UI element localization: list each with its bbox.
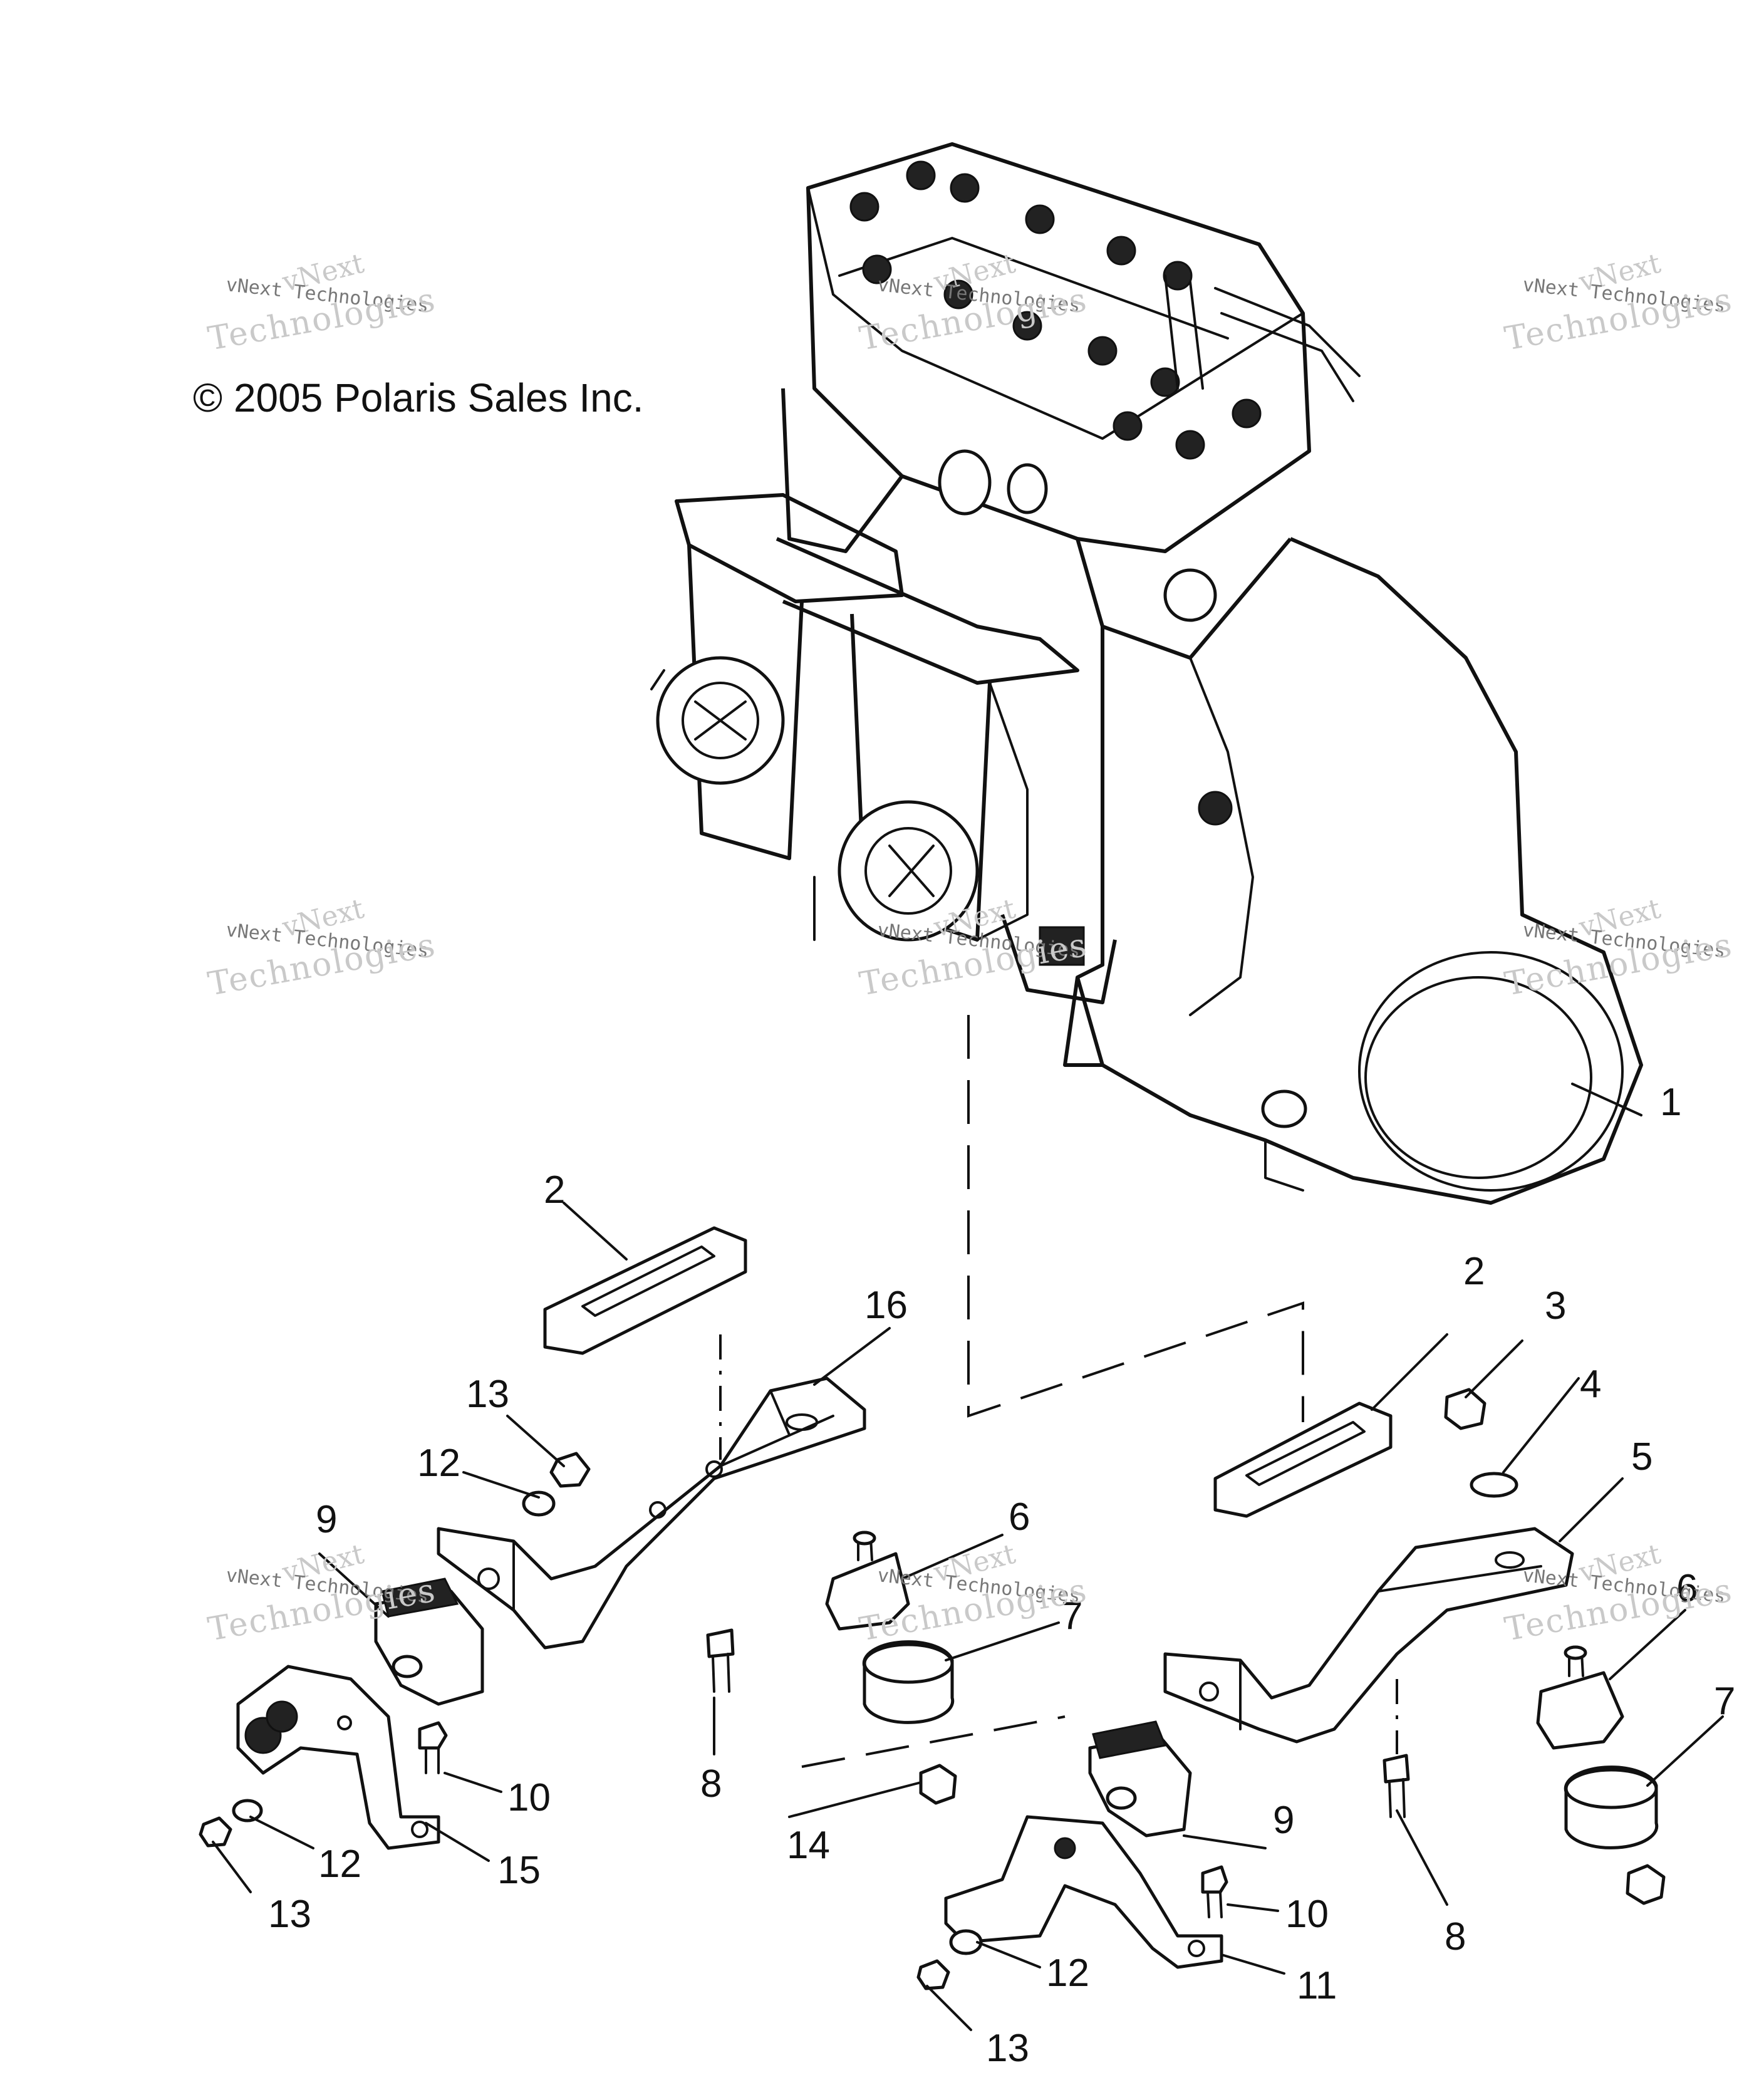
callout-12a: 12: [417, 1442, 460, 1485]
mount-bracket-left: [437, 1376, 866, 1650]
assembly-line-lower: [801, 1715, 1066, 1768]
left-hardware: [199, 1452, 735, 1848]
callout-6a: 6: [1009, 1495, 1030, 1539]
right-hardware: [916, 1754, 1410, 1990]
rubber-isolator-right: [1536, 1645, 1666, 1905]
slot-plate-left: [543, 1226, 747, 1355]
callout-14: 14: [787, 1824, 830, 1867]
callout-8a: 8: [700, 1762, 722, 1806]
callout-13c: 13: [986, 2027, 1029, 2070]
front-bracket-right: [944, 1815, 1223, 1969]
callout-7a: 7: [1061, 1594, 1082, 1638]
callout-9b: 9: [1273, 1799, 1294, 1842]
callout-numbers: 1 2 2 3 4 5 6 6 7 7 8 8 9 9 10 10 11 12 …: [268, 1081, 1735, 2070]
callout-12c: 12: [1046, 1952, 1089, 1995]
callout-6b: 6: [1676, 1567, 1698, 1610]
assembly-line-engine: [967, 1015, 1304, 1422]
callout-13b: 13: [268, 1893, 311, 1936]
callout-10a: 10: [507, 1776, 551, 1819]
callout-16: 16: [864, 1284, 908, 1327]
callout-2b: 2: [1463, 1250, 1485, 1293]
callout-11: 11: [1297, 1964, 1337, 2007]
callout-15: 15: [497, 1849, 541, 1892]
nut-center: [919, 1764, 957, 1805]
rubber-mount-right: [1088, 1720, 1192, 1838]
callout-3: 3: [1545, 1284, 1566, 1328]
callout-7b: 7: [1714, 1680, 1735, 1723]
mount-bracket-right: [1163, 1527, 1574, 1744]
head-bolts: [849, 160, 1262, 460]
slot-plate-right: [1213, 1401, 1393, 1518]
callout-9a: 9: [316, 1498, 337, 1541]
nut-right-3: [1444, 1388, 1486, 1430]
callout-10b: 10: [1285, 1893, 1329, 1936]
callout-12b: 12: [318, 1843, 361, 1886]
copyright-notice: © 2005 Polaris Sales Inc.: [193, 375, 644, 420]
rubber-mount-left: [374, 1578, 484, 1706]
callout-4: 4: [1580, 1363, 1601, 1406]
callout-8b: 8: [1445, 1915, 1466, 1958]
rubber-isolator-center: [825, 1531, 955, 1724]
washer-right-4: [1470, 1472, 1518, 1498]
leader-lines: [212, 1083, 1724, 2031]
callout-13a: 13: [466, 1373, 509, 1416]
callout-2a: 2: [544, 1168, 565, 1212]
engine-assembly: [650, 142, 1643, 1205]
callout-1: 1: [1660, 1081, 1681, 1124]
front-bracket-left: [236, 1665, 440, 1850]
callout-5: 5: [1631, 1435, 1652, 1479]
